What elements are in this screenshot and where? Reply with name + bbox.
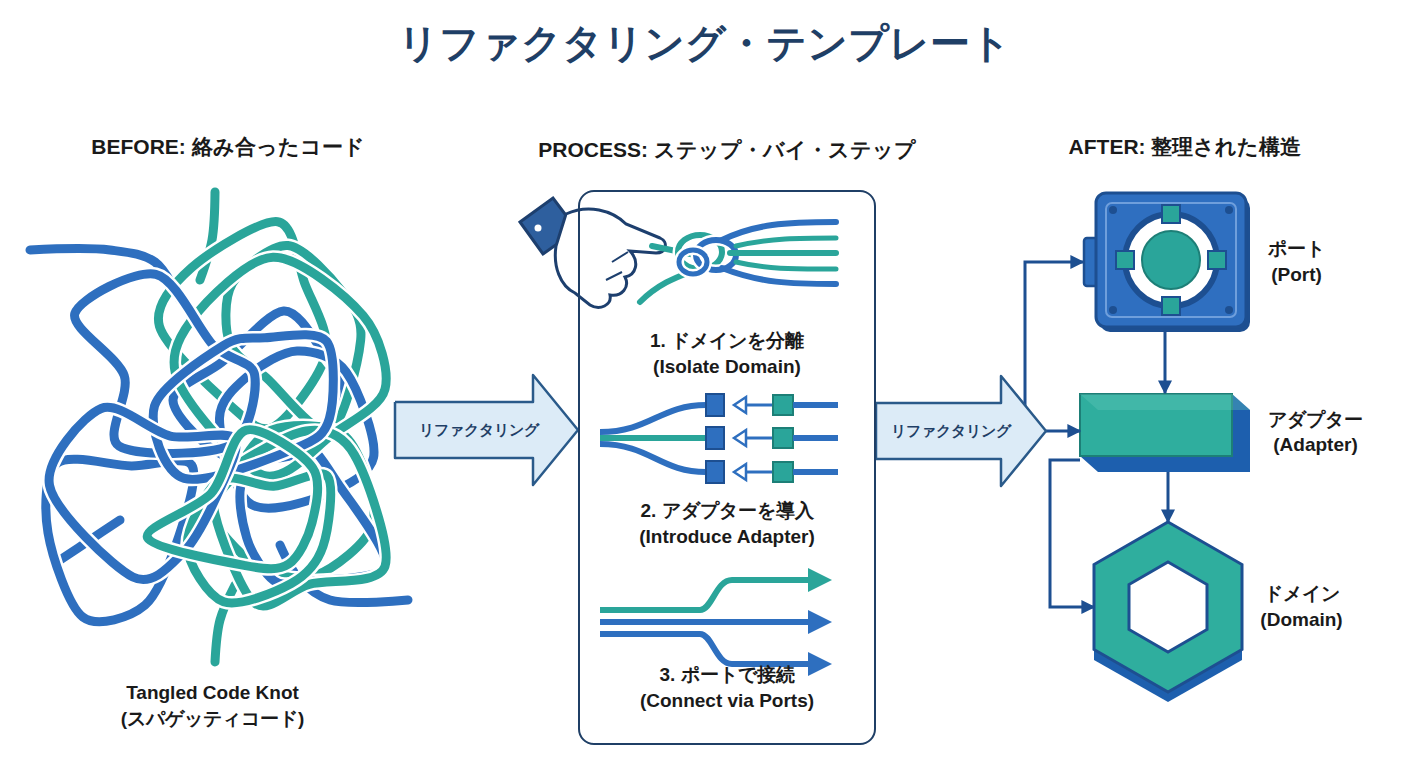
connector xyxy=(395,375,578,485)
arrow-label: リファクタリング xyxy=(891,422,1011,441)
knot-figure: Tangled Code Knot (スパゲッティコード) xyxy=(30,190,395,660)
node-label: ポート (Port) xyxy=(1266,236,1327,287)
port-icon xyxy=(1084,193,1250,332)
arrow-label: リファクタリング xyxy=(419,421,539,440)
step-item: 3. ポートで接続 (Connect via Ports) xyxy=(592,558,862,738)
connector xyxy=(1165,332,1166,393)
port-box: ポート (Port) xyxy=(1083,192,1250,332)
adapter-plug-icon xyxy=(600,394,838,483)
process-panel: PROCESS: ステップ・バイ・ステップ1. ドメインを分離 (Isolate… xyxy=(578,190,876,745)
step-item: 1. ドメインを分離 (Isolate Domain) xyxy=(592,200,862,382)
domain-hexagon xyxy=(1094,522,1242,702)
connector-line xyxy=(1050,460,1094,607)
panel-heading: PROCESS: ステップ・バイ・ステップ xyxy=(538,136,916,164)
adapter-box: アダプター (Adapter) xyxy=(1080,393,1250,472)
block-arrow xyxy=(876,376,1046,486)
untangle-icon xyxy=(520,198,836,307)
node-label: アダプター (Adapter) xyxy=(1266,407,1365,458)
node-label: 2. アダプターを導入 (Introduce Adapter) xyxy=(637,498,817,549)
node-label: Tangled Code Knot (スパゲッティコード) xyxy=(119,680,307,731)
step-item: 2. アダプターを導入 (Introduce Adapter) xyxy=(592,388,862,558)
port-arrows-icon xyxy=(600,568,832,676)
column-heading: BEFORE: 絡み合ったコード xyxy=(91,133,364,161)
title: リファクタリング・テンプレート xyxy=(0,16,1408,71)
adapter-block xyxy=(1080,394,1250,472)
block-arrow xyxy=(395,375,578,485)
node-label: 3. ポートで接続 (Connect via Ports) xyxy=(638,662,817,713)
domain-box: ドメイン (Domain) xyxy=(1094,522,1242,692)
node-label: 1. ドメインを分離 (Isolate Domain) xyxy=(648,328,807,379)
connector-line xyxy=(1044,430,1080,433)
column-heading: AFTER: 整理された構造 xyxy=(1069,133,1302,161)
connector xyxy=(876,376,1080,486)
connector-line xyxy=(1167,472,1170,522)
connector-line xyxy=(1164,332,1167,393)
tangled-knot xyxy=(30,192,408,662)
connector xyxy=(1168,472,1169,522)
connector xyxy=(1050,460,1094,607)
node-label: ドメイン (Domain) xyxy=(1258,581,1345,632)
